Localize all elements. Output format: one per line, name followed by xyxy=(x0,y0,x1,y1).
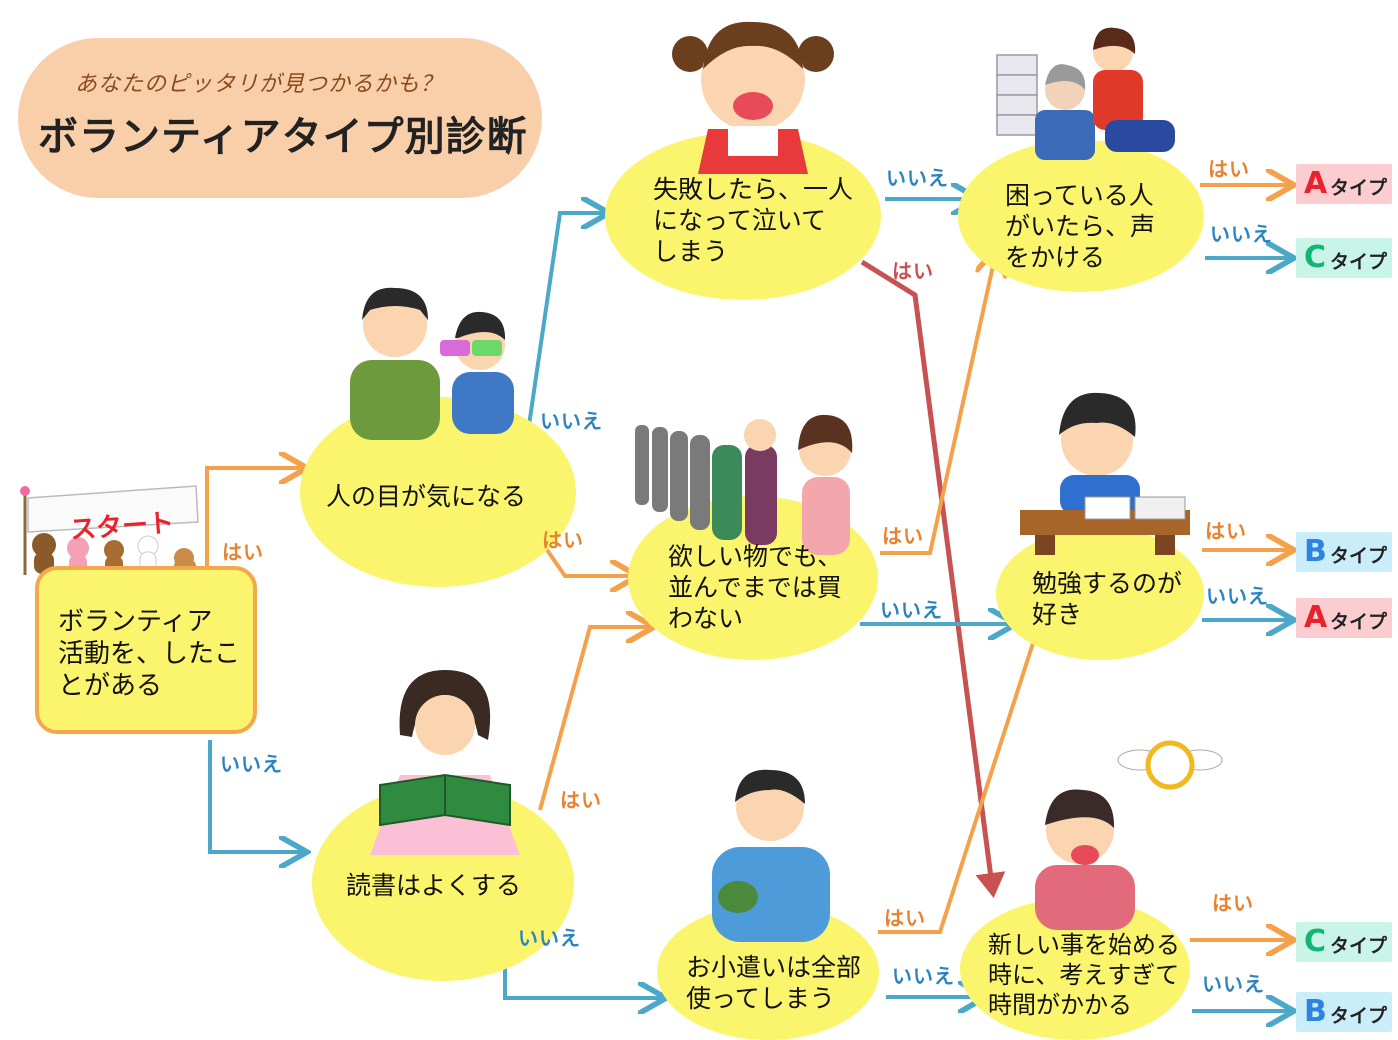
illustration-cry xyxy=(672,21,834,174)
title-box xyxy=(18,38,542,198)
label-money-no: いいえ xyxy=(892,964,955,988)
label-study-no: いいえ xyxy=(1206,584,1269,608)
question-cry: 失敗したら、一人 になって泣いて しまう xyxy=(653,175,854,266)
label-help-yes: はい xyxy=(1208,157,1250,181)
result-suffix: タイプ xyxy=(1330,545,1388,567)
arrow-eyes-no xyxy=(526,213,605,433)
illustration-money xyxy=(712,769,830,942)
result-c-help[interactable]: C タイプ xyxy=(1296,238,1392,278)
label-line-yes: はい xyxy=(882,524,924,548)
node-eyes[interactable] xyxy=(300,397,576,587)
result-letter: A xyxy=(1304,600,1328,635)
node-help[interactable] xyxy=(958,140,1204,292)
label-start-no: いいえ xyxy=(220,752,283,776)
label-new-no: いいえ xyxy=(1202,972,1265,996)
label-line-no: いいえ xyxy=(880,598,943,622)
result-b-new[interactable]: B タイプ xyxy=(1296,992,1392,1032)
illustration-help xyxy=(996,27,1175,160)
result-letter: A xyxy=(1304,166,1328,201)
arrow-start-no xyxy=(208,740,303,852)
label-help-no: いいえ xyxy=(1210,222,1273,246)
result-suffix: タイプ xyxy=(1330,251,1388,273)
question-reading: 読書はよくする xyxy=(346,871,522,900)
start-node[interactable] xyxy=(35,566,257,734)
question-help: 困っている人 がいたら、声 をかける xyxy=(1005,181,1156,272)
result-a-study[interactable]: A タイプ xyxy=(1296,598,1392,638)
result-a-help[interactable]: A タイプ xyxy=(1296,164,1392,204)
label-cry-no: いいえ xyxy=(886,166,949,190)
page-title: ボランティアタイプ別診断 xyxy=(38,114,528,160)
label-money-yes: はい xyxy=(884,906,926,930)
illustration-line xyxy=(635,414,853,555)
label-reading-no: いいえ xyxy=(518,926,581,950)
question-money: お小遣いは全部 使ってしまう xyxy=(686,953,862,1013)
question-new: 新しい事を始める 時に、考えすぎて 時間がかかる xyxy=(988,931,1180,1019)
label-start-yes: はい xyxy=(222,540,264,564)
result-b-study[interactable]: B タイプ xyxy=(1296,532,1392,572)
result-letter: B xyxy=(1304,994,1327,1029)
start-banner: スタート xyxy=(69,508,176,546)
arrow-money-yes xyxy=(878,612,1043,934)
result-suffix: タイプ xyxy=(1330,935,1388,957)
label-eyes-no: いいえ xyxy=(540,409,603,433)
result-suffix: タイプ xyxy=(1330,611,1388,633)
subtitle: あなたのピッタリが見つかるかも？ xyxy=(75,72,444,97)
arrow-cry-yes xyxy=(860,259,1006,898)
illustration-eyes xyxy=(350,287,514,440)
start-question: ボランティア 活動を、したこ とがある xyxy=(58,607,241,701)
label-new-yes: はい xyxy=(1212,891,1254,915)
question-line: 欲しい物でも、 並んでまでは買 わない xyxy=(668,542,843,633)
label-eyes-yes: はい xyxy=(542,528,584,552)
illustration-study xyxy=(1020,392,1190,555)
label-reading-yes: はい xyxy=(560,788,602,812)
result-suffix: タイプ xyxy=(1330,1005,1388,1027)
question-eyes: 人の目が気になる xyxy=(326,482,527,511)
result-letter: C xyxy=(1304,240,1327,275)
arrow-start-yes xyxy=(205,468,303,568)
result-letter: B xyxy=(1304,534,1327,569)
label-cry-yes: はい xyxy=(892,259,934,283)
result-c-new[interactable]: C タイプ xyxy=(1296,922,1392,962)
arrow-line-yes xyxy=(880,252,996,555)
result-suffix: タイプ xyxy=(1330,177,1388,199)
label-study-yes: はい xyxy=(1205,519,1247,543)
result-letter: C xyxy=(1304,924,1327,959)
illustration-new xyxy=(1035,740,1223,930)
arrow-reading-yes xyxy=(538,627,650,811)
illustration-reading xyxy=(370,670,520,855)
question-study: 勉強するのが 好き xyxy=(1032,569,1183,629)
